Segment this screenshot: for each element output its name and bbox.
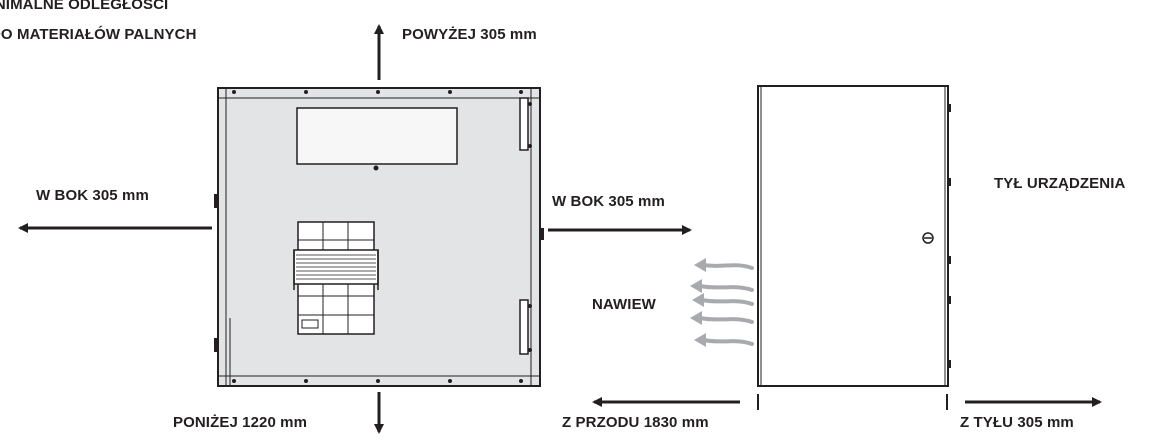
label-side-left: W BOK 305 mm [36, 187, 149, 204]
label-above: POWYŻEJ 305 mm [402, 26, 537, 43]
label-rear: Z TYŁU 305 mm [960, 414, 1074, 431]
label-front: Z PRZODU 1830 mm [562, 414, 709, 431]
front-view-unit [214, 87, 544, 387]
label-supply-air: NAWIEW [592, 296, 656, 313]
label-back-of-unit: TYŁ URZĄDZENIA [994, 175, 1126, 192]
control-panel [293, 221, 379, 335]
viewing-window [296, 107, 458, 165]
dimension-ticks [757, 394, 948, 410]
label-side-right: W BOK 305 mm [552, 193, 665, 210]
side-view-unit [757, 85, 951, 387]
upper-hinge [519, 97, 529, 151]
clearance-arrows [18, 24, 1102, 434]
airflow-arrows [698, 263, 754, 346]
airflow-arrowheads [690, 258, 706, 347]
label-below: PONIŻEJ 1220 mm [173, 414, 308, 431]
title-line-1: MINIMALNE ODLEGŁOŚCI [0, 0, 169, 13]
lower-hinge [519, 299, 529, 355]
title-line-2: DO MATERIAŁÓW PALNYCH [0, 26, 197, 43]
